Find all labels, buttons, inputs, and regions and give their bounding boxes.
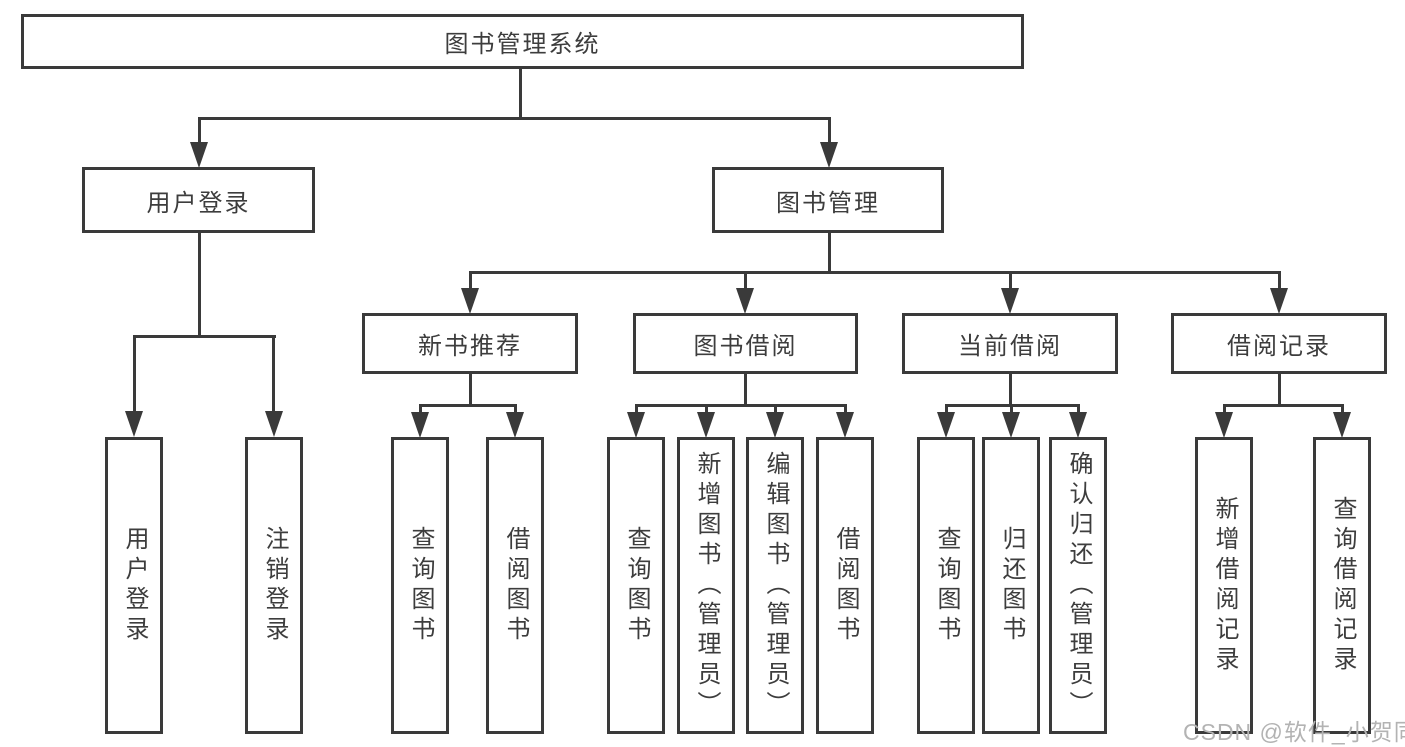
arrow-to-leaf-logout (265, 411, 283, 437)
arrow-to-leaf-login (125, 411, 143, 437)
leaf-borrow-books: 借阅图书 (816, 437, 874, 734)
leaf-user-login: 用户登录 (105, 437, 163, 734)
arrow-g1-leaf2 (506, 412, 524, 438)
connector-borrow-records-drop (1278, 271, 1281, 290)
arrow-to-new-book (461, 288, 479, 314)
node-book-borrow: 图书借阅 (633, 313, 858, 374)
connector-current-borrow-drop (1009, 271, 1012, 290)
node-current-borrow: 当前借阅 (902, 313, 1118, 374)
node-new-book-recommend: 新书推荐 (362, 313, 578, 374)
connector-g2-branch (635, 404, 847, 407)
connector-g2-leaf4-drop (844, 404, 847, 414)
connector-leaf-login-drop (133, 335, 136, 412)
connector-g4-leaf2-drop (1341, 404, 1344, 414)
arrow-g2-leaf1 (627, 412, 645, 438)
connector-g1-branch (419, 404, 517, 407)
leaf-add-borrow-record: 新增借阅记录 (1195, 437, 1253, 734)
node-user-login: 用户登录 (82, 167, 315, 233)
connector-g4-leaf1-drop (1223, 404, 1226, 414)
leaf-query-books-current: 查询图书 (917, 437, 975, 734)
connector-g4-branch (1223, 404, 1344, 407)
connector-g3-leaf2-drop (1010, 404, 1013, 414)
arrow-g2-leaf3 (766, 412, 784, 438)
connector-g3-leaf1-drop (945, 404, 948, 414)
leaf-logout-login: 注销登录 (245, 437, 303, 734)
connector-user-login-branch (133, 335, 276, 338)
arrow-to-borrow-records (1270, 288, 1288, 314)
connector-new-book-drop (469, 271, 472, 290)
leaf-add-books-admin: 新增图书（管理员） (677, 437, 735, 734)
csdn-watermark: CSDN @软件_小贺同学 (1183, 719, 1405, 745)
arrow-g3-leaf3 (1069, 412, 1087, 438)
connector-g4-stem (1278, 374, 1281, 407)
node-borrow-records: 借阅记录 (1171, 313, 1387, 374)
connector-g2-leaf3-drop (774, 404, 777, 414)
node-library-management-system: 图书管理系统 (21, 14, 1024, 69)
arrow-g1-leaf1 (411, 412, 429, 438)
leaf-query-books-borrow: 查询图书 (607, 437, 665, 734)
connector-leaf-logout-drop (272, 335, 275, 412)
arrow-to-current-borrow (1001, 288, 1019, 314)
connector-g1-leaf2-drop (514, 404, 517, 414)
node-book-management: 图书管理 (712, 167, 944, 233)
connector-g2-stem (744, 374, 747, 407)
connector-book-borrow-drop (744, 271, 747, 290)
arrow-to-book-borrow (736, 288, 754, 314)
arrow-g3-leaf2 (1002, 412, 1020, 438)
leaf-borrow-books-recommend: 借阅图书 (486, 437, 544, 734)
connector-book-mgmt-drop (828, 117, 831, 144)
arrow-to-user-login (190, 142, 208, 168)
arrow-g3-leaf1 (937, 412, 955, 438)
arrow-g2-leaf4 (836, 412, 854, 438)
arrow-g2-leaf2 (697, 412, 715, 438)
connector-g1-stem (469, 374, 472, 407)
connector-g1-leaf1-drop (419, 404, 422, 414)
connector-root-stem (519, 69, 522, 120)
connector-book-mgmt-stem (828, 233, 831, 274)
connector-g2-leaf2-drop (705, 404, 708, 414)
connector-level2-branch (469, 271, 1281, 274)
connector-user-login-drop (198, 117, 201, 144)
arrow-g4-leaf2 (1333, 412, 1351, 438)
connector-g3-stem (1009, 374, 1012, 407)
leaf-confirm-return-admin: 确认归还（管理员） (1049, 437, 1107, 734)
leaf-edit-books-admin: 编辑图书（管理员） (746, 437, 804, 734)
connector-g2-leaf1-drop (635, 404, 638, 414)
leaf-query-borrow-record: 查询借阅记录 (1313, 437, 1371, 734)
leaf-return-books: 归还图书 (982, 437, 1040, 734)
connector-level1-branch (198, 117, 831, 120)
arrow-to-book-mgmt (820, 142, 838, 168)
arrow-g4-leaf1 (1215, 412, 1233, 438)
connector-user-login-stem (198, 233, 201, 337)
leaf-query-books-recommend: 查询图书 (391, 437, 449, 734)
connector-g3-leaf3-drop (1077, 404, 1080, 414)
